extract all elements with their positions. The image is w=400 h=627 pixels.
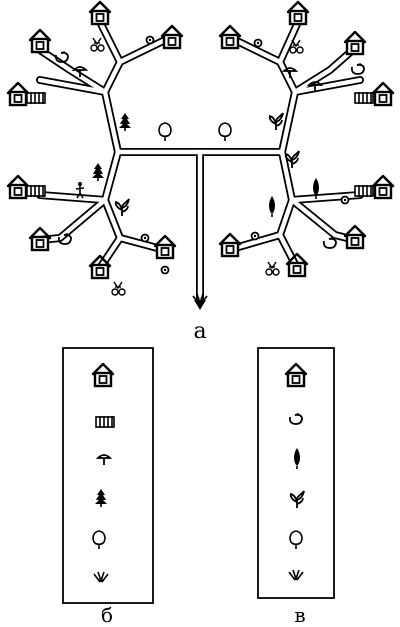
cart-icon [90,37,105,52]
legend-v-box [257,347,335,599]
house-icon [218,24,242,50]
deciduous-tree-icon [218,122,232,142]
ball-icon [250,231,260,241]
house-icon [218,232,242,258]
fence-icon [26,91,46,105]
house-icon [28,28,52,54]
fence-icon [95,415,115,429]
deciduous-tree-icon [158,122,172,142]
house-icon [343,224,367,250]
plant-icon [268,112,284,131]
legend-b-box [62,347,154,604]
cart-icon [265,261,280,276]
house-icon [6,174,30,200]
house-icon [371,81,395,107]
fir-tree-icon [91,162,105,182]
label-a: а [193,319,206,344]
cypress-icon [268,195,276,218]
fence-icon [26,184,46,198]
house-icon [286,0,310,26]
house-icon [28,226,52,252]
house-icon [153,234,177,260]
house-icon [343,30,367,56]
ring-icon [350,63,365,75]
ball-icon [340,195,350,205]
ball-icon [140,233,150,243]
ball-icon [253,38,263,48]
label-v: в [294,603,305,627]
ring-icon [322,237,337,249]
house-icon [160,24,184,50]
fir-tree-icon [118,112,132,132]
label-b: б [101,603,113,627]
plant-icon [114,198,130,217]
ball-icon [145,35,155,45]
road-network-inner [37,19,363,305]
house-icon [6,81,30,107]
fence-icon [354,184,374,198]
cart-icon [111,281,126,296]
house-icon [371,174,395,200]
fence-icon [354,91,374,105]
ball-icon [160,265,170,275]
house-icon [88,0,112,26]
